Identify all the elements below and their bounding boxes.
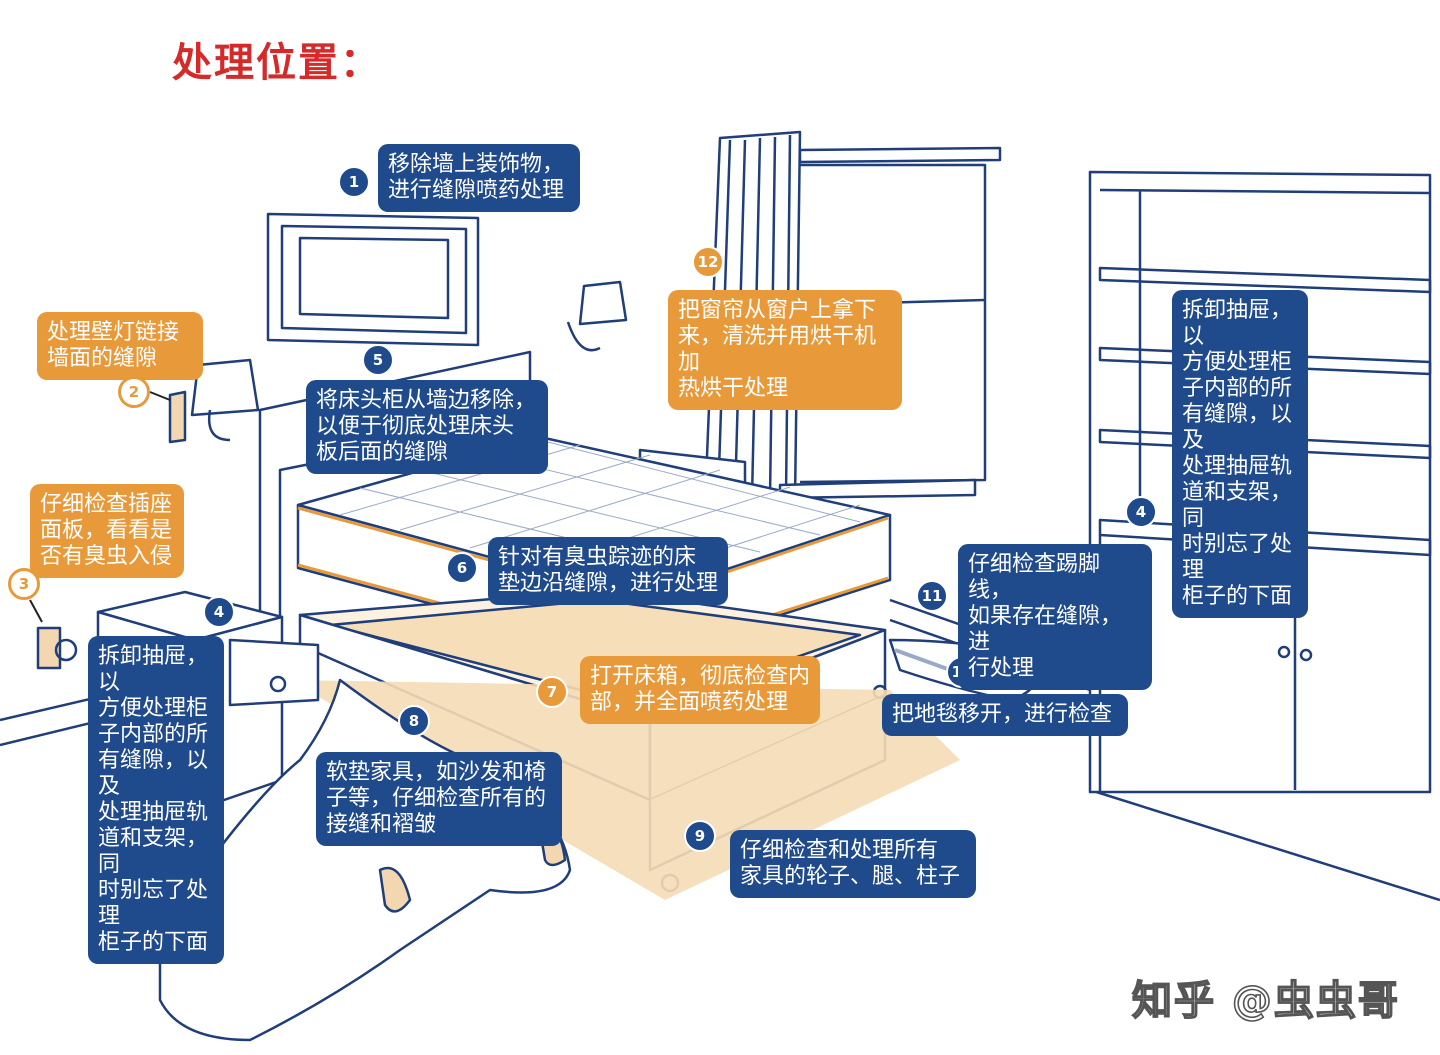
page-title: 处理位置： [172,40,382,86]
callout-4-right: 拆卸抽屉，以 方便处理柜 子内部的所 有缝隙，以及 处理抽屉轨 道和支架，同 时… [1172,290,1308,618]
callout-10: 把地毯移开，进行检查 [882,694,1128,736]
badge-4-left: 4 [203,596,235,628]
callout-6: 针对有臭虫踪迹的床 垫边沿缝隙，进行处理 [488,537,728,605]
callout-11: 仔细检查踢脚线， 如果存在缝隙，进 行处理 [958,544,1152,690]
callout-7: 打开床箱，彻底检查内 部，并全面喷药处理 [580,656,820,724]
badge-2: 2 [118,376,150,408]
badge-11: 11 [916,580,948,612]
badge-7: 7 [536,676,568,708]
callout-2: 处理壁灯链接 墙面的缝隙 [37,312,203,380]
badge-3: 3 [8,568,40,600]
callout-5: 将床头柜从墙边移除， 以便于彻底处理床头 板后面的缝隙 [306,380,548,474]
badge-5: 5 [362,344,394,376]
callout-9: 仔细检查和处理所有 家具的轮子、腿、柱子 [730,830,976,898]
badge-4-right: 4 [1125,496,1157,528]
badge-8: 8 [398,705,430,737]
callout-8: 软垫家具，如沙发和椅 子等，仔细检查所有的 接缝和褶皱 [316,752,562,846]
badge-12: 12 [692,246,724,278]
watermark-text: 知乎 @虫虫哥 [1131,977,1400,1025]
callout-3: 仔细检查插座 面板，看看是 否有臭虫入侵 [30,484,184,578]
badge-1: 1 [338,166,370,198]
callout-1: 移除墙上装饰物， 进行缝隙喷药处理 [378,144,580,212]
callout-4-left: 拆卸抽屉，以 方便处理柜 子内部的所 有缝隙，以及 处理抽屉轨 道和支架，同 时… [88,636,224,964]
callout-12: 把窗帘从窗户上拿下 来，清洗并用烘干机加 热烘干处理 [668,290,902,410]
badge-9: 9 [684,820,716,852]
badge-6: 6 [446,552,478,584]
